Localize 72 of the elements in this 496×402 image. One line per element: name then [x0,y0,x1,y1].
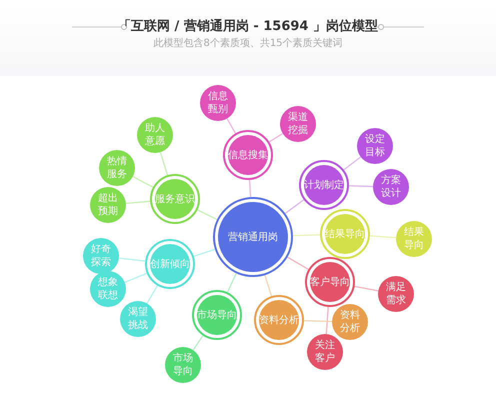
connector-line [192,335,204,350]
node-label: 信息搜集 [228,148,268,162]
category-circle [223,130,273,180]
keyword-circle [200,85,236,121]
category-circle [150,174,200,224]
connector-line [197,209,218,220]
connector-line [370,235,396,238]
keyword-circle [396,221,432,257]
connector-line [268,132,284,142]
connector-line [344,156,362,170]
category-circle [192,290,242,340]
keyword-circle [90,187,126,223]
connector-line [132,176,154,188]
node-label: 信息甄别 [208,90,228,116]
category-circle [305,257,355,307]
connector-line [248,180,252,198]
node-label: 设定目标 [365,133,385,159]
node-label: 超出预期 [98,192,118,218]
category-circle [320,209,370,259]
keyword-circle [99,150,135,186]
node-label: 客户导向 [310,276,350,288]
title: 「互联网 / 营销通用岗 - 15694 」岗位模型 [118,18,378,36]
connector-line [226,273,237,293]
node-label: 渴望挑战 [128,306,148,332]
keyword-circle [357,128,393,164]
connector-line [284,199,304,214]
node-label: 好奇探索 [91,243,111,269]
category-circle [254,295,304,345]
connector-line [264,275,272,296]
connector-line [118,257,146,262]
keyword-circle [280,106,316,142]
node-label: 满足需求 [386,281,406,307]
connector-line [292,234,320,236]
node-label: 资料分析 [340,309,360,335]
node-label: 想象联想 [98,276,118,302]
keyword-circle [165,347,201,383]
connector-line [194,248,216,257]
connector-line [348,185,374,188]
category-circle [299,160,349,210]
node-label: 服务意识 [155,192,195,206]
node-label: 资料分析 [259,314,299,326]
subtitle: 此模型包含8个素质项、共15个素质关键词 [153,37,343,51]
node-label: 市场导向 [197,308,237,322]
connector-line [124,272,148,283]
node-label: 结果导向 [325,228,365,240]
keyword-circle [378,276,414,312]
node-label: 创新倾向 [150,258,190,270]
keyword-circle [90,271,126,307]
node-label: 结果导向 [404,226,424,252]
connector-line [146,285,158,304]
connector-line [354,286,378,292]
connector-line [160,152,168,176]
keyword-circle [332,304,368,340]
connector-line [126,200,150,204]
node-label: 方案设计 [381,174,401,200]
node-label: 市场导向 [173,352,193,378]
keyword-circle [373,169,409,205]
connector-line [226,118,236,134]
node-label: 渠道挖掘 [288,111,308,137]
keyword-circle [120,301,156,337]
node-label: 关注客户 [315,339,335,365]
node-label: 热情服务 [107,155,127,181]
keyword-circle [137,117,173,153]
node-label: 助人意愿 [145,122,165,148]
keyword-circle [307,334,343,370]
connector-line [326,306,329,334]
connector-line [287,256,309,270]
node-label: 营销通用岗 [227,230,279,244]
keyword-circle [83,238,119,274]
node-label: 计划制定 [304,178,344,192]
category-circle [145,239,195,289]
connector-line [304,320,332,322]
